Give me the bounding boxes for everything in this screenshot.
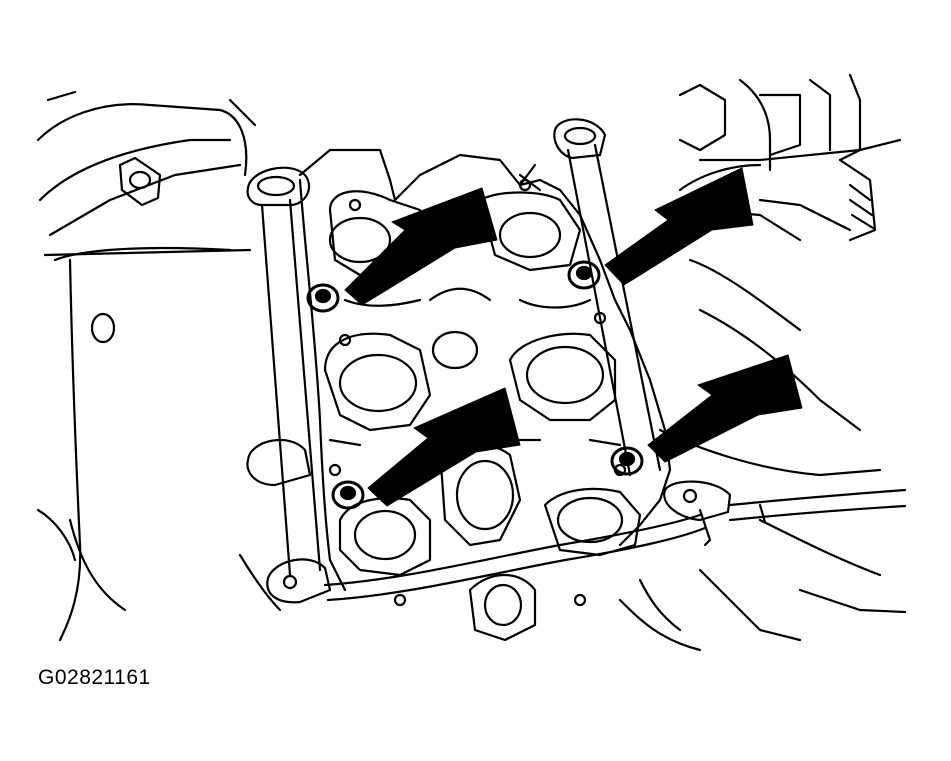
left-rail (246, 166, 322, 577)
arrow-lower-left (367, 387, 521, 507)
bolt-lower-left (331, 480, 365, 510)
arrow-upper-right (604, 167, 754, 286)
bolt-upper-left (306, 283, 340, 313)
ground-cable (266, 480, 907, 604)
callout-arrows (344, 167, 803, 507)
bolt-lower-right (610, 446, 644, 476)
figure-code: G02821161 (38, 666, 151, 689)
bolts (306, 260, 644, 510)
arrow-lower-right (647, 354, 803, 463)
right-engine-block (618, 73, 907, 652)
right-rail (553, 118, 662, 477)
left-engine-block (36, 90, 282, 642)
arrow-upper-left (344, 187, 498, 306)
bolt-upper-right (567, 260, 601, 290)
